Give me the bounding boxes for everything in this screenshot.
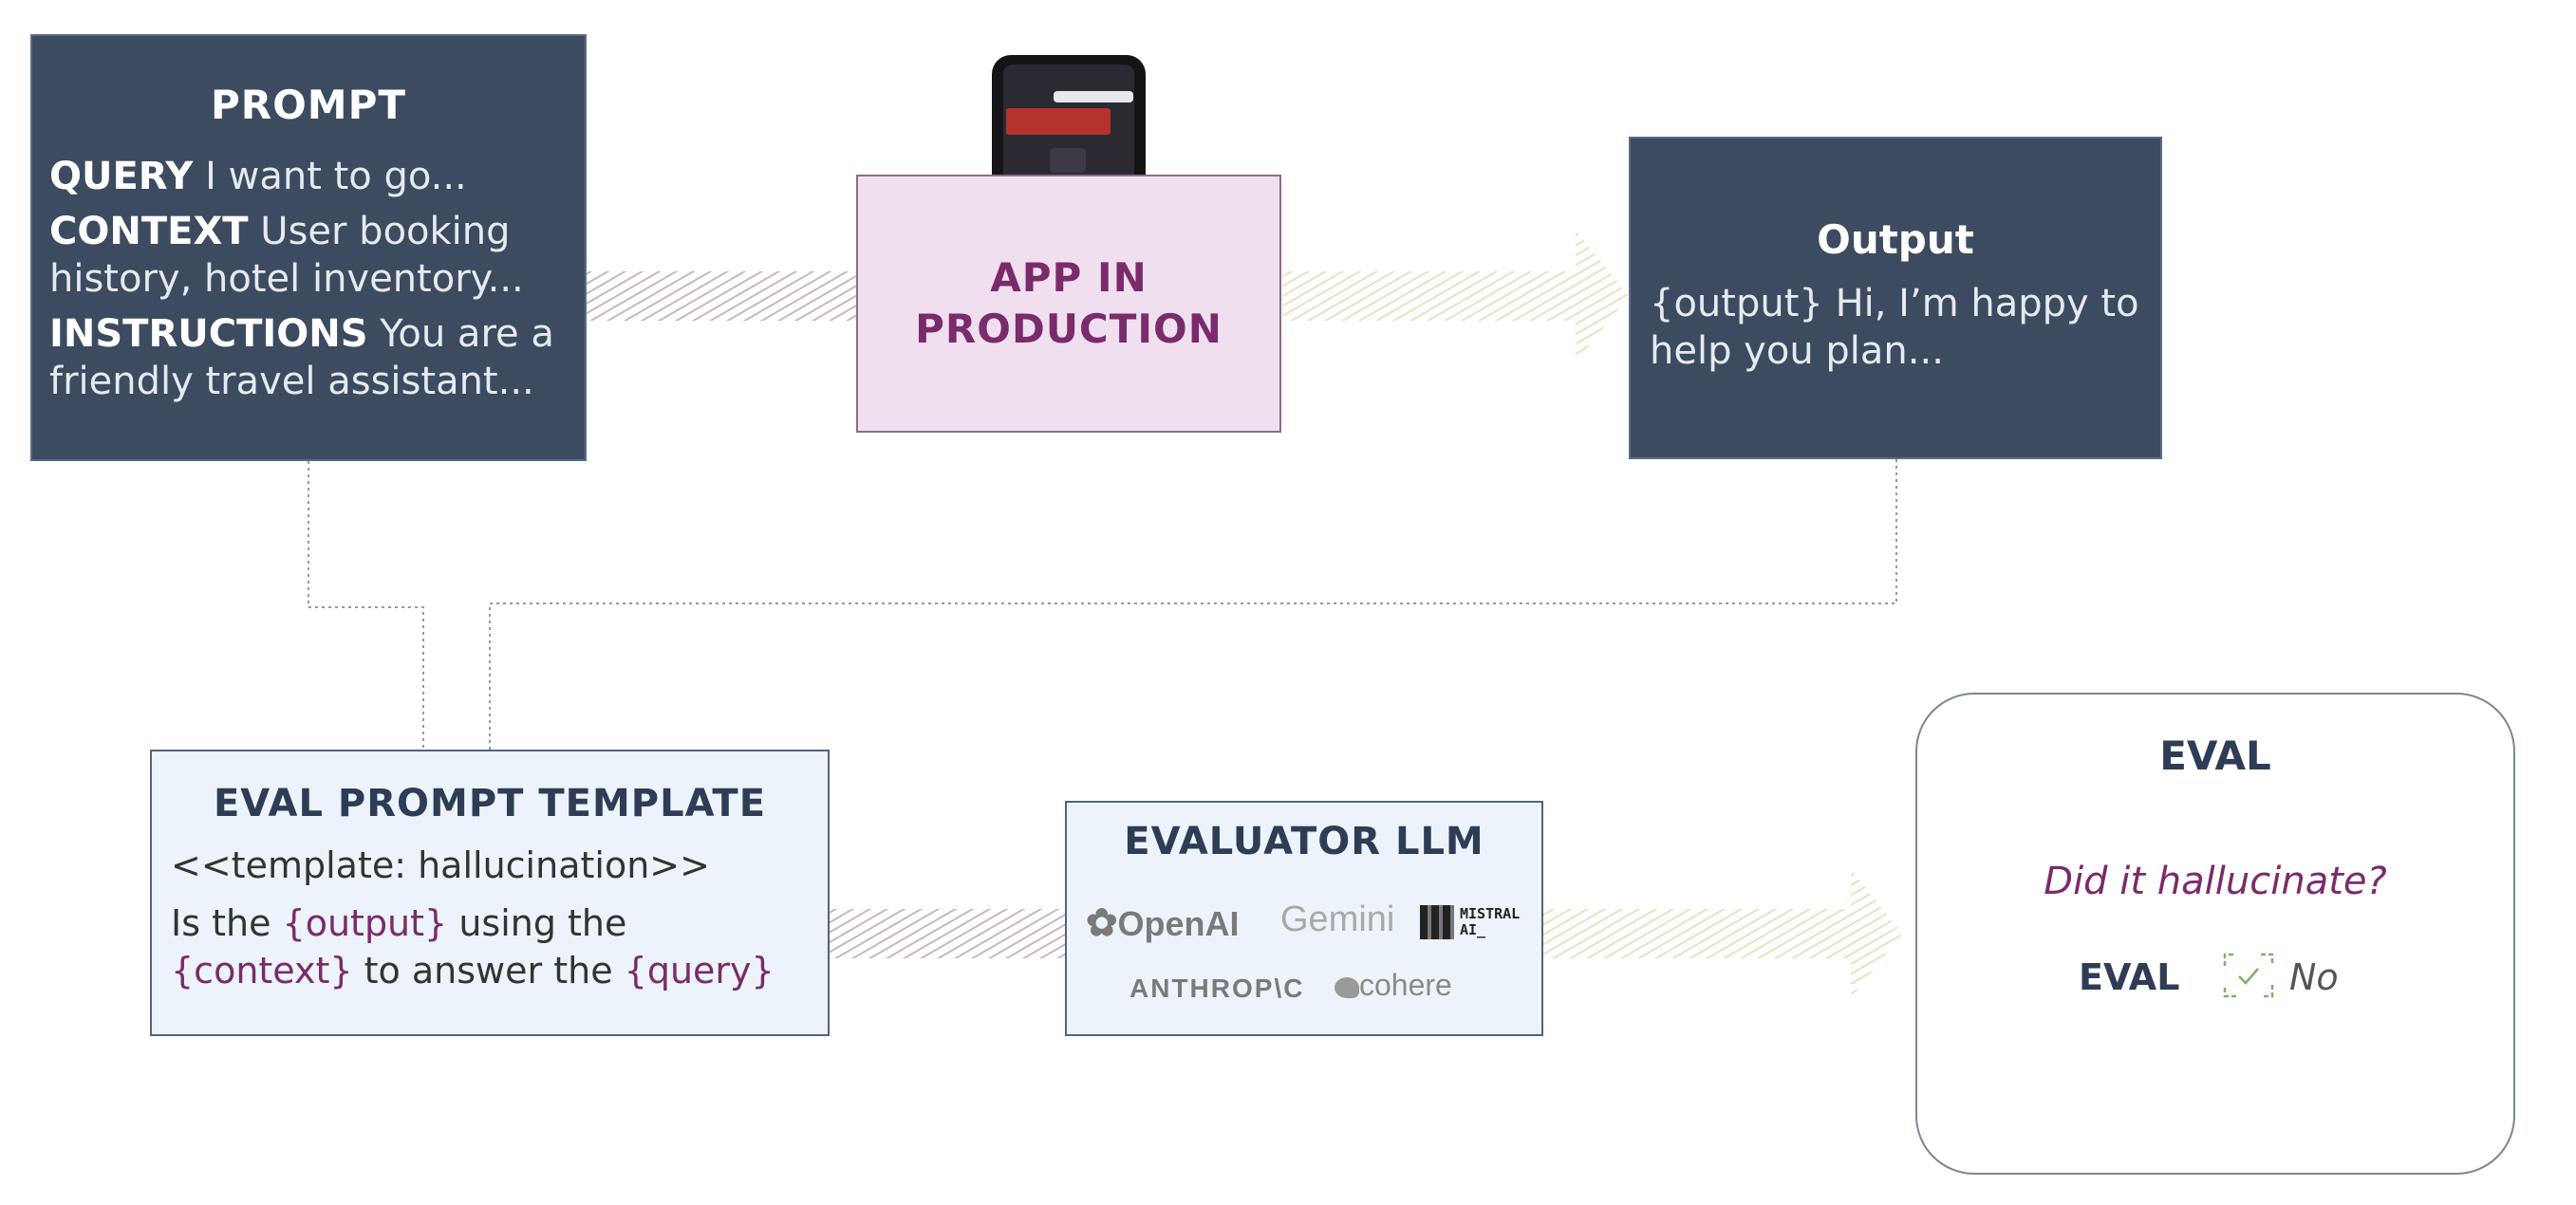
- prompt-instructions-row: INSTRUCTIONS You are a friendly travel a…: [49, 310, 568, 405]
- prompt-box: PROMPT QUERY I want to go... CONTEXT Use…: [30, 34, 587, 461]
- context-key: CONTEXT: [49, 210, 249, 253]
- query-text: I want to go...: [205, 155, 467, 198]
- cohere-wordmark: cohere: [1359, 968, 1452, 1002]
- output-text: Hi, I’m happy to help you plan...: [1650, 282, 2139, 373]
- eval-label: EVAL: [2079, 956, 2180, 998]
- eval-prompt-template-box: EVAL PROMPT TEMPLATE <<template: halluci…: [150, 750, 830, 1036]
- arrow-llm-to-eval: [1543, 869, 1902, 998]
- output-body: {output} Hi, I’m happy to help you plan.…: [1650, 280, 2141, 375]
- connector-template-to-llm: [830, 909, 1065, 958]
- mistral-text-2: AI_: [1460, 921, 1486, 938]
- template-tag: <<template: hallucination>>: [171, 844, 710, 886]
- eval-title: EVAL: [2159, 732, 2271, 779]
- cohere-mark-icon: [1335, 976, 1359, 998]
- mistral-wordmark: MISTRAL AI_: [1460, 906, 1520, 938]
- context-text: User booking history, hotel inventory...: [49, 210, 524, 301]
- instructions-text: You are a friendly travel assistant...: [49, 312, 554, 403]
- anthropic-logo: ANTHROP\C: [1129, 973, 1305, 1003]
- template-q1: Is the: [171, 902, 283, 944]
- cohere-logo: cohere: [1335, 968, 1452, 1003]
- openai-logo: ✿OpenAI: [1086, 901, 1240, 945]
- prompt-query-row: QUERY I want to go...: [49, 153, 568, 200]
- template-var-context: {context}: [171, 950, 353, 992]
- gemini-logo: Gemini: [1280, 899, 1395, 939]
- prompt-title: PROMPT: [210, 82, 407, 128]
- connector-prompt-to-app: [587, 271, 856, 321]
- check-icon: [2223, 953, 2274, 998]
- template-var-query: {query}: [624, 950, 775, 992]
- evaluator-title: EVALUATOR LLM: [1124, 820, 1484, 863]
- query-key: QUERY: [49, 155, 194, 198]
- output-var: {output}: [1650, 282, 1823, 325]
- arrow-app-to-output: [1283, 230, 1629, 362]
- openai-knot-icon: ✿: [1086, 902, 1118, 944]
- app-label: APP IN PRODUCTION: [915, 252, 1223, 355]
- template-q2: using the: [447, 902, 627, 944]
- eval-question: Did it hallucinate?: [2044, 860, 2387, 903]
- mistral-block-icon: [1420, 905, 1454, 939]
- eval-result: No: [2289, 956, 2339, 998]
- app-label-line1: APP IN: [990, 254, 1148, 301]
- template-var-output: {output}: [282, 902, 448, 944]
- output-title: Output: [1817, 216, 1974, 263]
- template-q3: to answer the: [352, 950, 625, 992]
- mistral-logo: MISTRAL AI_: [1420, 905, 1520, 939]
- app-label-line2: PRODUCTION: [915, 306, 1223, 352]
- dotted-line-prompt-to-template: [308, 461, 424, 750]
- phone-chat-bubble: [1054, 91, 1133, 102]
- instructions-key: INSTRUCTIONS: [49, 312, 368, 356]
- dotted-line-output-to-template: [489, 459, 1897, 750]
- evaluator-llm-box: EVALUATOR LLM ✿OpenAI Gemini MISTRAL AI_…: [1065, 801, 1543, 1036]
- app-in-production-box: APP IN PRODUCTION: [856, 175, 1281, 433]
- template-question: Is the {output} using the {context} to an…: [171, 899, 809, 994]
- phone-image-block: [1050, 148, 1086, 173]
- phone-red-card: [1006, 108, 1111, 135]
- openai-wordmark: OpenAI: [1117, 904, 1240, 943]
- eval-result-box: EVAL Did it hallucinate? EVAL No: [1915, 693, 2515, 1175]
- prompt-context-row: CONTEXT User booking history, hotel inve…: [49, 208, 568, 303]
- template-title: EVAL PROMPT TEMPLATE: [213, 782, 767, 825]
- output-box: Output {output} Hi, I’m happy to help yo…: [1629, 137, 2162, 459]
- mistral-text-1: MISTRAL: [1460, 905, 1521, 922]
